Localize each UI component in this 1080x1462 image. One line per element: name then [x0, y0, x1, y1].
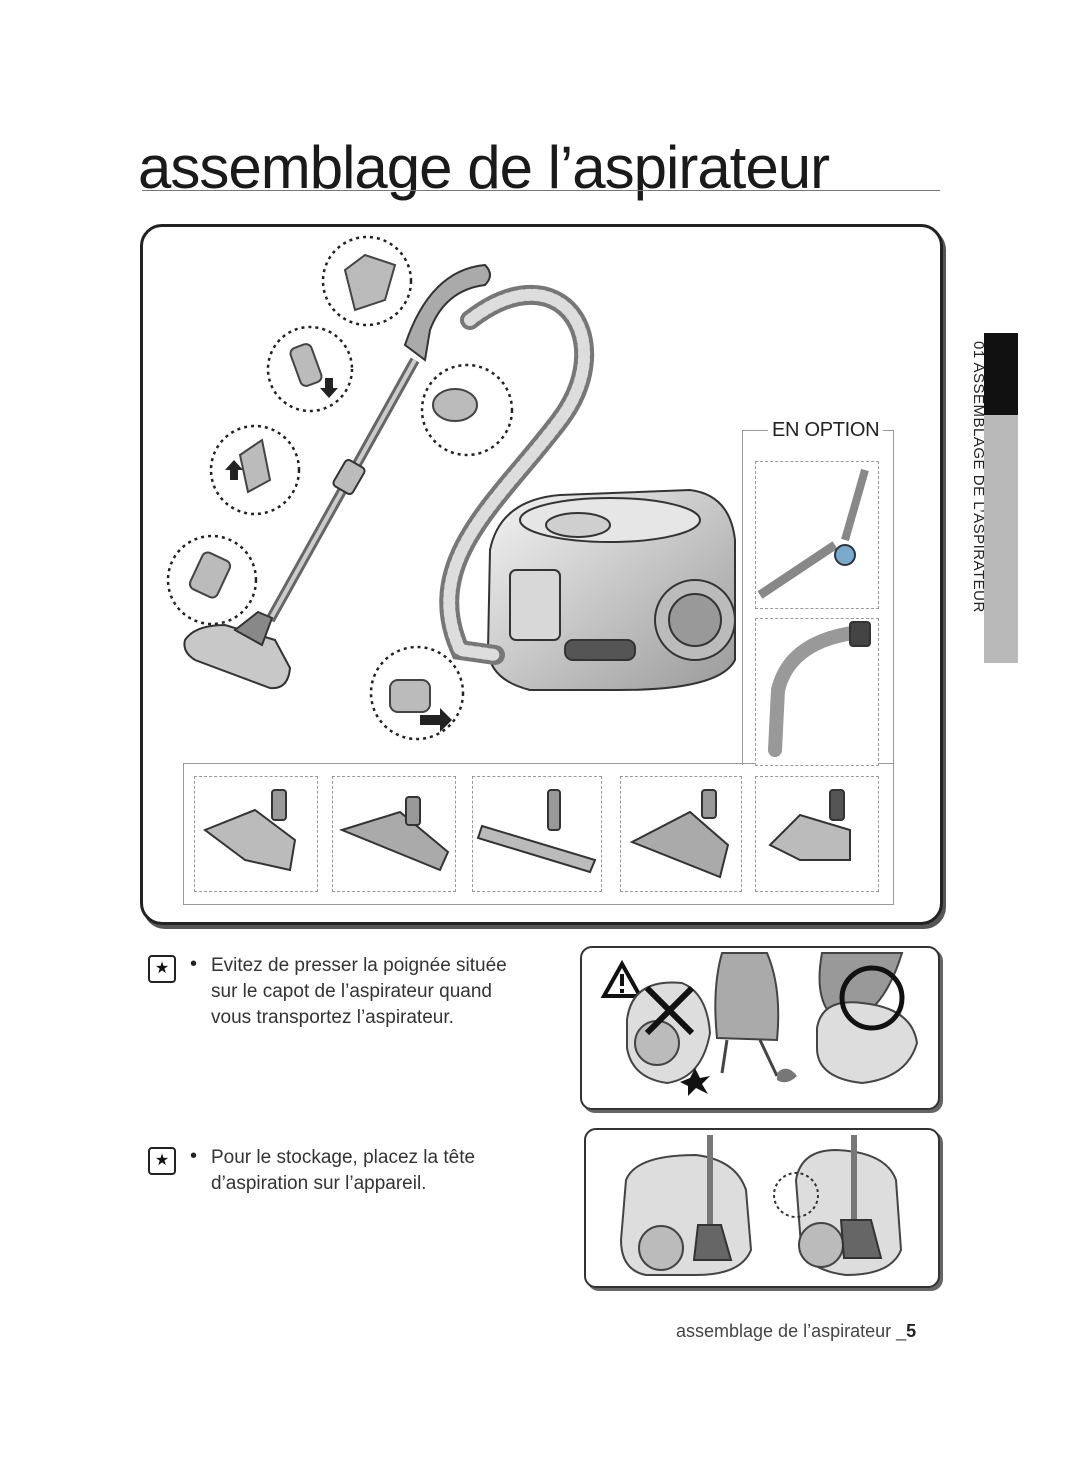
correct-grip-circle-icon — [839, 965, 905, 1031]
vacuum-body — [486, 488, 736, 691]
optional-label: EN OPTION — [768, 419, 884, 442]
telescopic-pipe-drawing — [757, 468, 869, 599]
prohibited-icon — [644, 985, 695, 1036]
carrying-illustration — [580, 946, 940, 1110]
storage-drawing — [619, 1135, 903, 1277]
carrying-drawing — [600, 952, 919, 1096]
floor-brush — [183, 610, 292, 690]
note-line: vous transportez l’aspirateur. — [211, 1007, 454, 1028]
note-text: Pour le stockage, placez la tête d’aspir… — [211, 1145, 475, 1197]
chapter-tab-gray-block — [984, 415, 1018, 663]
hose — [439, 285, 595, 665]
brush-head-drawings — [202, 789, 851, 879]
curved-handle-drawing — [768, 621, 871, 757]
star-icon: ★ — [148, 1147, 176, 1175]
arrow-icons — [225, 378, 452, 732]
star-icon: ★ — [148, 955, 176, 983]
storage-illustration — [584, 1128, 940, 1288]
footer-section: assemblage de l’aspirateur _ — [676, 1321, 907, 1341]
page-number: 5 — [906, 1321, 917, 1341]
note-text: Evitez de presser la poignée située sur … — [211, 953, 507, 1031]
detail-callout-drawings — [188, 253, 478, 713]
note-line: sur le capot de l’aspirateur quand — [211, 981, 492, 1002]
chapter-tab-label-strip — [956, 333, 984, 653]
title-rule — [142, 190, 940, 191]
bullet-marker: • — [190, 953, 198, 975]
chapter-tab: 01 ASSEMBLAGE DE L’ASPIRATEUR — [956, 333, 1018, 663]
note-line: d’aspiration sur l’appareil. — [211, 1173, 427, 1194]
page-footer: assemblage de l’aspirateur _5 — [676, 1321, 916, 1342]
bullet-marker: • — [190, 1145, 198, 1167]
handle-and-pipe — [265, 263, 491, 623]
chapter-tab-label: 01 ASSEMBLAGE DE L’ASPIRATEUR — [970, 341, 987, 613]
note-line: Evitez de presser la poignée située — [211, 955, 507, 976]
note-line: Pour le stockage, placez la tête — [211, 1147, 476, 1168]
accessory-heads-frame — [183, 763, 894, 905]
chapter-tab-dark-block — [984, 333, 1018, 415]
page-title: assemblage de l’aspirateur — [138, 134, 830, 201]
